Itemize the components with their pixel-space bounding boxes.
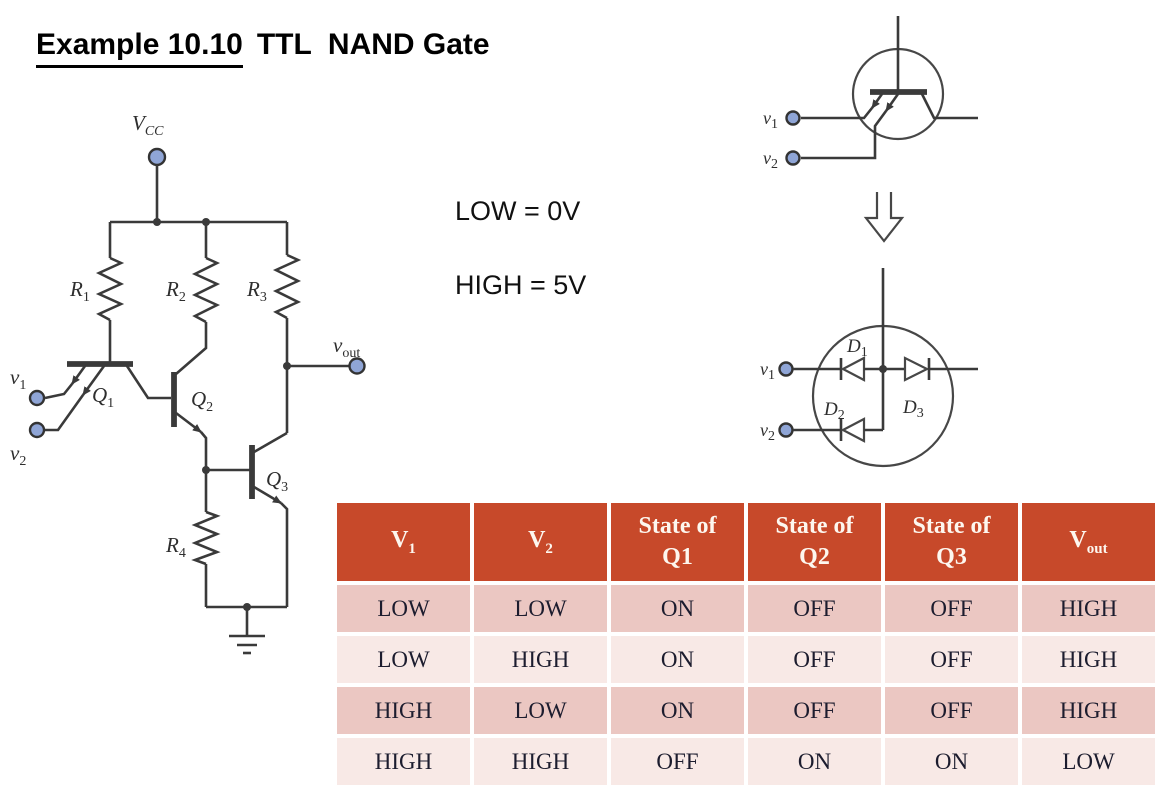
v2-node-icon — [785, 150, 801, 166]
table-cell: HIGH — [474, 636, 607, 683]
vout-node-icon — [348, 357, 366, 375]
output-vout: vout — [283, 333, 366, 375]
resistor-r4: R4 — [165, 470, 221, 607]
vcc-node-icon — [147, 147, 167, 167]
q2-label: Q2 — [191, 387, 213, 415]
note-high-level: HIGH = 5V — [455, 270, 587, 300]
r1-label: R1 — [69, 277, 90, 305]
ground-symbol — [206, 603, 287, 655]
table-cell: OFF — [885, 585, 1018, 632]
table-cell: LOW — [474, 585, 607, 632]
table-cell: ON — [611, 687, 744, 734]
vcc-label: VCC — [132, 111, 164, 139]
multi-emitter-equivalent-diagram: v1 v2 v1 D1 — [760, 16, 978, 468]
multi-emitter-transistor: v1 v2 — [763, 16, 978, 172]
diode-d3: D3 — [902, 356, 931, 421]
table-cell: LOW — [337, 636, 470, 683]
q2-emitter-node — [202, 466, 250, 474]
r4-label: R4 — [165, 533, 186, 561]
diode-equivalent-circuit: v1 D1 D3 v2 D2 — [760, 268, 978, 468]
resistor-r2: R2 — [165, 222, 221, 324]
v1-node-icon — [28, 389, 46, 407]
input-v2: v2 — [10, 421, 46, 469]
transistor-q2: Q2 — [171, 322, 213, 468]
v2-node-icon — [28, 421, 46, 439]
column-header: V1 — [337, 503, 470, 581]
table-cell: ON — [611, 636, 744, 683]
title-example-number: Example 10.10 — [36, 28, 243, 68]
v1-node-icon — [785, 110, 801, 126]
table-cell: ON — [748, 738, 881, 785]
v1-label: v1 — [760, 359, 775, 383]
power-rail — [110, 218, 287, 226]
transistor-q1: Q1 — [44, 361, 171, 432]
d3-label: D3 — [902, 397, 924, 421]
table-cell: ON — [885, 738, 1018, 785]
r3-label: R3 — [246, 277, 267, 305]
q3-label: Q3 — [266, 467, 288, 495]
vcc-terminal: VCC — [132, 111, 167, 222]
table-cell: HIGH — [1022, 585, 1155, 632]
double-down-arrow-icon — [863, 192, 905, 243]
v2-label: v2 — [760, 420, 775, 444]
column-header: V2 — [474, 503, 607, 581]
v1-label: v1 — [763, 108, 778, 132]
d1-label: D1 — [846, 336, 868, 360]
table-cell: HIGH — [337, 687, 470, 734]
q1-label: Q1 — [92, 383, 114, 411]
ttl-nand-circuit-diagram: VCC R1 R2 R3 — [10, 111, 366, 655]
resistor-r3: R3 — [246, 222, 302, 433]
diode-d2: D2 — [823, 399, 866, 443]
page-title: Example 10.10 TTL NAND Gate — [36, 28, 490, 68]
table-cell: LOW — [1022, 738, 1155, 785]
table-cell: HIGH — [1022, 687, 1155, 734]
column-header: Vout — [1022, 503, 1155, 581]
table-cell: OFF — [748, 636, 881, 683]
table-cell: HIGH — [474, 738, 607, 785]
table-cell: OFF — [611, 738, 744, 785]
table-cell: HIGH — [337, 738, 470, 785]
input-v1: v1 — [10, 365, 46, 407]
v2-label: v2 — [10, 441, 26, 469]
d2-label: D2 — [823, 399, 845, 423]
table-cell: OFF — [748, 687, 881, 734]
table-cell: LOW — [474, 687, 607, 734]
vout-label: vout — [333, 333, 360, 361]
table-cell: OFF — [885, 687, 1018, 734]
v2-label: v2 — [763, 148, 778, 172]
table-cell: LOW — [337, 585, 470, 632]
table-cell: OFF — [885, 636, 1018, 683]
table-cell: HIGH — [1022, 636, 1155, 683]
r2-label: R2 — [165, 277, 186, 305]
resistor-r1: R1 — [69, 222, 125, 362]
title-text: TTL NAND Gate — [256, 28, 490, 61]
diode-d1: D1 — [839, 336, 868, 382]
note-low-level: LOW = 0V — [455, 196, 581, 226]
v1-node-icon — [778, 361, 794, 377]
v2-node-icon — [778, 422, 794, 438]
transistor-q3: Q3 — [249, 431, 289, 607]
table-cell: ON — [611, 585, 744, 632]
table-cell: OFF — [748, 585, 881, 632]
v1-label: v1 — [10, 365, 26, 393]
